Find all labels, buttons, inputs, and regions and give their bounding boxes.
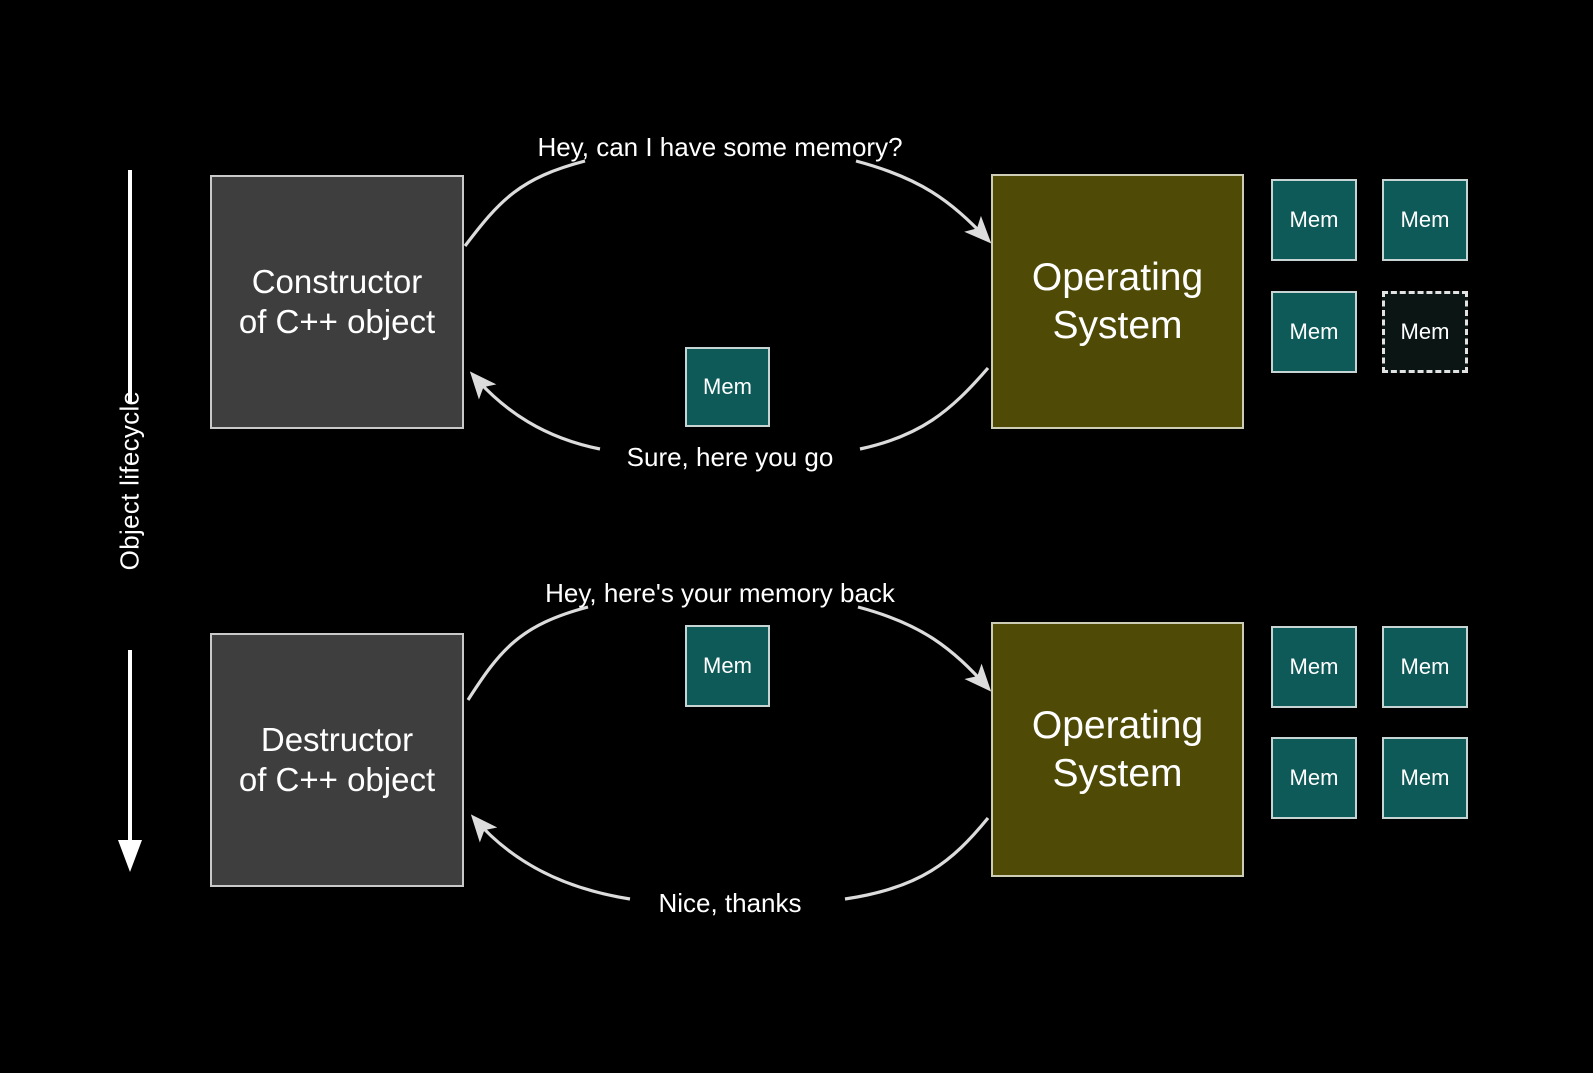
label-request-construction: Hey, can I have some memory? xyxy=(537,132,903,162)
mem-label: Mem xyxy=(1289,319,1339,344)
arrow-request-construction xyxy=(463,159,992,247)
os-mem-block-2-destruction[interactable]: Mem xyxy=(1382,626,1468,708)
os-mem-block-3-construction[interactable]: Mem xyxy=(1271,291,1357,373)
label-response-destruction: Nice, thanks xyxy=(658,888,802,918)
os-line-2: System xyxy=(1052,303,1183,347)
mem-label: Mem xyxy=(703,374,752,399)
operating-system-box-construction[interactable]: Operating System xyxy=(991,174,1244,429)
label-request-destruction: Hey, here's your memory back xyxy=(545,578,895,608)
mem-label: Mem xyxy=(1400,207,1450,232)
object-lifecycle-label: Object lifecycle xyxy=(114,390,145,571)
operating-system-box-destruction[interactable]: Operating System xyxy=(991,622,1244,877)
os-mem-block-3-destruction[interactable]: Mem xyxy=(1271,737,1357,819)
constructor-line-2: of C++ object xyxy=(238,303,436,340)
transfer-mem-block-construction[interactable]: Mem xyxy=(685,347,770,427)
os-line-2: System xyxy=(1052,751,1183,795)
transfer-mem-block-destruction[interactable]: Mem xyxy=(685,625,770,707)
constructor-line-1: Constructor xyxy=(251,262,423,300)
os-mem-block-2-construction[interactable]: Mem xyxy=(1382,179,1468,261)
constructor-box[interactable]: Constructor of C++ object xyxy=(210,175,464,429)
os-line-1: Operating xyxy=(1031,255,1204,299)
mem-label: Mem xyxy=(1289,765,1339,790)
os-mem-block-1-destruction[interactable]: Mem xyxy=(1271,626,1357,708)
label-response-construction: Sure, here you go xyxy=(626,442,834,472)
mem-label: Mem xyxy=(1289,207,1339,232)
mem-label: Mem xyxy=(1400,319,1450,344)
mem-label: Mem xyxy=(1289,654,1339,679)
os-mem-block-4-destruction[interactable]: Mem xyxy=(1382,737,1468,819)
destructor-box[interactable]: Destructor of C++ object xyxy=(210,633,464,887)
mem-label: Mem xyxy=(1400,654,1450,679)
mem-label: Mem xyxy=(703,653,752,678)
object-lifecycle-axis: Object lifecycle xyxy=(96,165,166,875)
destructor-line-2: of C++ object xyxy=(238,761,436,798)
destructor-line-1: Destructor xyxy=(260,720,414,758)
os-line-1: Operating xyxy=(1031,703,1204,747)
os-mem-block-4-handed-out-construction[interactable]: Mem xyxy=(1382,291,1468,373)
arrow-response-destruction xyxy=(470,814,990,901)
os-mem-block-1-construction[interactable]: Mem xyxy=(1271,179,1357,261)
mem-label: Mem xyxy=(1400,765,1450,790)
